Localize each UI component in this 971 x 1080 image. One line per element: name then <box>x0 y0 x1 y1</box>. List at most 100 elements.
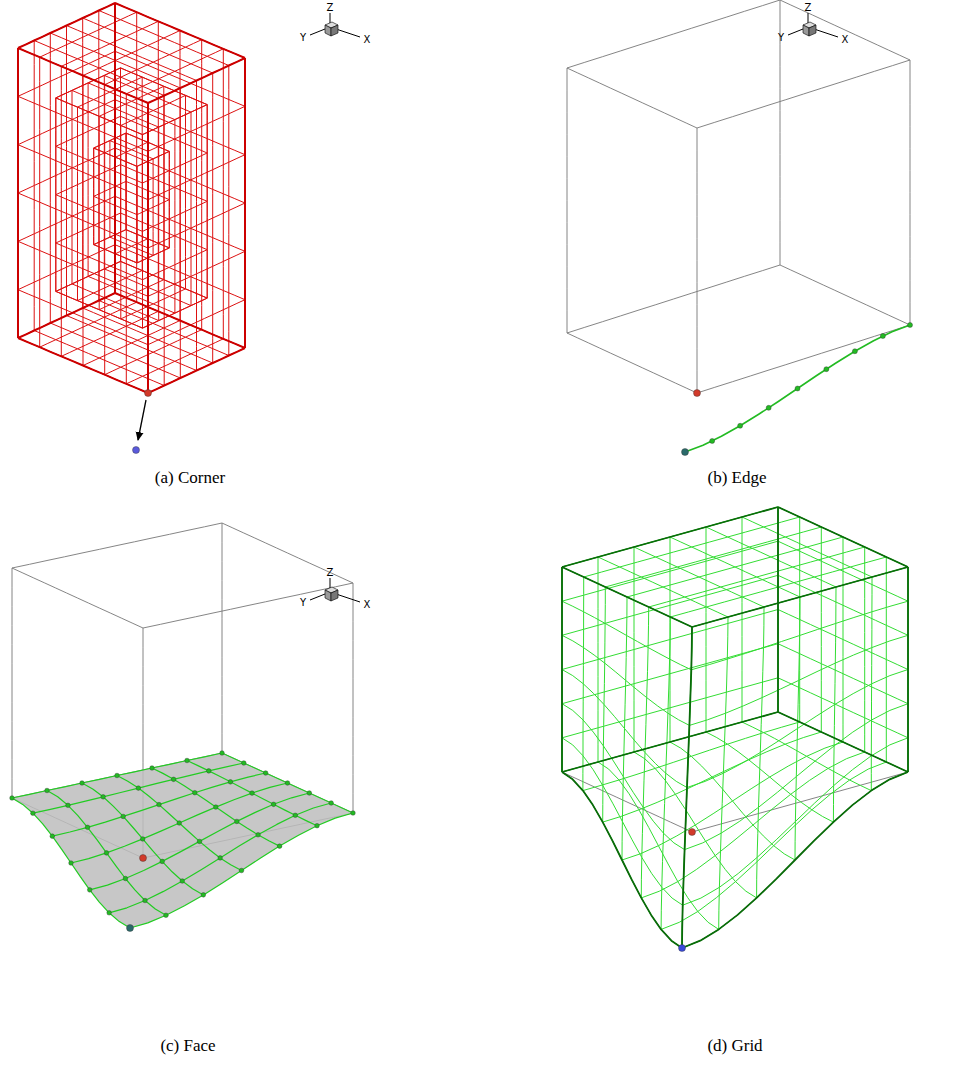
original-corner <box>140 855 147 862</box>
grid-line <box>12 753 222 798</box>
grid-line <box>207 105 208 299</box>
grid-line <box>603 732 822 822</box>
cube-edge <box>18 338 148 393</box>
node-dot <box>185 758 190 763</box>
grid-line <box>99 11 229 66</box>
node-dot <box>852 349 857 354</box>
cube-edge <box>561 567 563 772</box>
grid-line <box>109 803 331 913</box>
grid-line <box>562 601 691 670</box>
panel-caption: (d) Grid <box>707 1036 762 1056</box>
cube-edge <box>778 507 908 567</box>
node-dot <box>197 839 202 844</box>
grid-line <box>18 3 115 48</box>
grid-line <box>115 3 245 58</box>
node-dot <box>160 859 165 864</box>
node-dot <box>235 819 240 824</box>
grid-line <box>18 100 115 145</box>
grid-line <box>582 577 584 791</box>
node-dot <box>329 801 334 806</box>
node-dot <box>140 837 145 842</box>
grid-line <box>90 793 310 890</box>
cube-edge <box>222 523 223 753</box>
grid-line <box>692 567 908 627</box>
grid-line <box>121 68 208 105</box>
cube-edge <box>562 712 778 772</box>
grid-line <box>692 567 908 627</box>
grid-line <box>228 66 229 356</box>
grid-line <box>871 577 873 791</box>
axis-label: Z <box>327 2 334 13</box>
grid-line <box>99 280 164 310</box>
cube-edge <box>780 265 910 325</box>
grid-line <box>562 567 563 772</box>
grid-line <box>61 311 158 356</box>
axis-cube <box>809 25 816 36</box>
axis-label: Y <box>300 597 306 608</box>
grid-line <box>778 507 908 567</box>
grid-line <box>148 155 245 200</box>
node-dot <box>242 761 247 766</box>
grid-line <box>18 293 115 338</box>
cube-edge <box>682 772 908 948</box>
grid-line <box>18 148 115 193</box>
cube-edge <box>562 567 692 627</box>
panel-caption: (b) Edge <box>707 468 766 488</box>
grid-line <box>622 742 843 860</box>
grid-line <box>56 68 121 98</box>
node-dot <box>256 833 261 838</box>
grid-line <box>121 165 208 202</box>
grid-line <box>148 203 245 248</box>
node-dot <box>177 821 182 826</box>
cube-edge <box>682 627 692 948</box>
grid-line <box>207 105 208 299</box>
cube-edge <box>18 293 115 338</box>
node-dot <box>10 796 15 801</box>
cube-edge <box>567 265 780 333</box>
grid-line <box>562 507 778 567</box>
cube-edge <box>147 103 149 393</box>
grid-line <box>605 527 821 587</box>
axis-cube <box>331 590 338 601</box>
node-dot <box>101 795 106 800</box>
cube-edge <box>115 3 245 58</box>
grid-line <box>117 776 242 871</box>
node-dot <box>206 769 211 774</box>
node-dot <box>115 773 120 778</box>
grid-line <box>245 58 246 348</box>
grid-line <box>110 141 153 159</box>
grid-line <box>94 181 126 196</box>
node-dot <box>136 786 141 791</box>
node-dot <box>104 851 109 856</box>
grid-line <box>39 57 40 347</box>
grid-line <box>908 567 909 772</box>
cube-edge <box>697 128 698 393</box>
original-edge <box>562 772 692 832</box>
cube-edge <box>12 523 222 568</box>
grid-line <box>148 103 149 393</box>
grid-line <box>187 761 317 826</box>
grid-line <box>691 601 908 670</box>
node-dot <box>87 888 92 893</box>
node-dot <box>214 805 219 810</box>
grid-line <box>562 567 563 772</box>
grid-line <box>562 712 778 772</box>
node-dot <box>710 438 715 443</box>
moved-corner <box>679 945 686 952</box>
grid-line <box>689 635 908 725</box>
grid-line <box>94 230 126 245</box>
grid-line <box>121 68 208 105</box>
grid-line <box>148 103 149 393</box>
node-dot <box>121 814 126 819</box>
grid-line <box>56 146 143 183</box>
node-dot <box>250 791 255 796</box>
grid-line <box>115 142 147 157</box>
cube-edge <box>567 0 780 68</box>
grid-line <box>778 712 908 772</box>
edge-curve <box>685 325 910 452</box>
grid-line <box>562 575 778 635</box>
grid-line <box>191 112 192 306</box>
grid-line <box>562 567 692 627</box>
axis-label: X <box>842 34 849 45</box>
